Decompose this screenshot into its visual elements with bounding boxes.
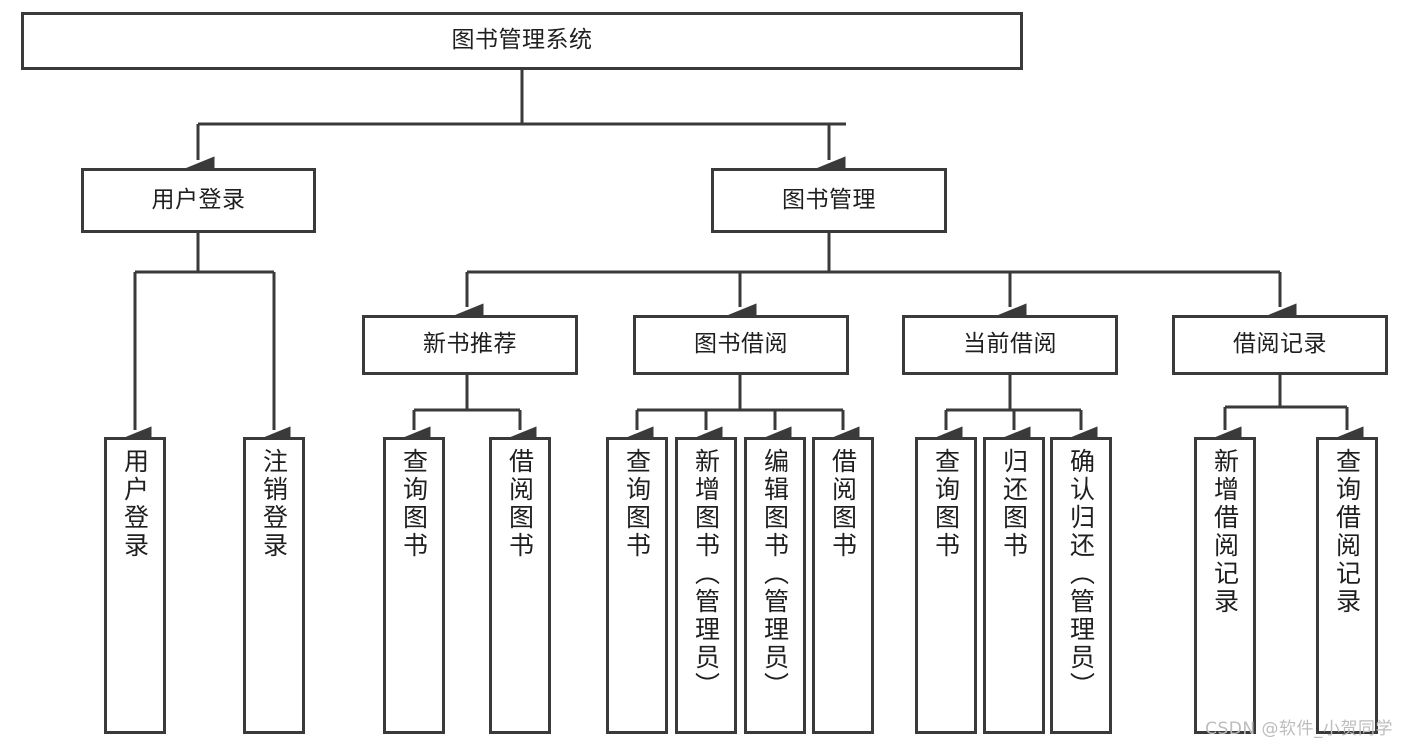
node-book-borrow[interactable]: 图书借阅 [633, 315, 849, 375]
node-root[interactable]: 图书管理系统 [21, 12, 1023, 70]
node-leaf-query-book-a[interactable]: 查询图书 [383, 437, 445, 734]
node-leaf-query-book-a-label: 查询图书 [399, 448, 429, 560]
node-leaf-edit-book[interactable]: 编辑图书（管理员） [744, 437, 806, 734]
node-leaf-query-book-c[interactable]: 查询图书 [915, 437, 977, 734]
node-leaf-logout[interactable]: 注销登录 [243, 437, 305, 734]
node-leaf-return-book-label: 归还图书 [999, 448, 1029, 560]
node-leaf-add-book[interactable]: 新增图书（管理员） [675, 437, 737, 734]
node-new-book-rec-label: 新书推荐 [423, 331, 517, 358]
node-leaf-user-login-label: 用户登录 [120, 448, 150, 560]
node-leaf-query-book-b-label: 查询图书 [622, 448, 652, 560]
node-leaf-borrow-book-b-label: 借阅图书 [828, 448, 858, 560]
node-leaf-query-book-b[interactable]: 查询图书 [606, 437, 668, 734]
node-book-manage-label: 图书管理 [782, 186, 876, 213]
node-leaf-logout-label: 注销登录 [259, 448, 289, 560]
node-book-borrow-label: 图书借阅 [694, 331, 788, 358]
node-leaf-borrow-book-a[interactable]: 借阅图书 [489, 437, 551, 734]
node-book-manage[interactable]: 图书管理 [711, 168, 947, 233]
node-borrow-record-label: 借阅记录 [1233, 331, 1327, 358]
node-new-book-rec[interactable]: 新书推荐 [362, 315, 578, 375]
node-leaf-query-record[interactable]: 查询借阅记录 [1316, 437, 1378, 734]
node-root-label: 图书管理系统 [451, 27, 593, 54]
node-leaf-add-book-label: 新增图书（管理员） [691, 448, 721, 700]
node-borrow-record[interactable]: 借阅记录 [1172, 315, 1388, 375]
node-current-borrow-label: 当前借阅 [963, 331, 1057, 358]
node-leaf-query-book-c-label: 查询图书 [931, 448, 961, 560]
node-leaf-borrow-book-a-label: 借阅图书 [505, 448, 535, 560]
node-user-login[interactable]: 用户登录 [81, 168, 316, 233]
node-leaf-query-record-label: 查询借阅记录 [1332, 448, 1362, 616]
node-leaf-return-book[interactable]: 归还图书 [983, 437, 1045, 734]
node-leaf-add-record-label: 新增借阅记录 [1210, 448, 1240, 616]
node-leaf-edit-book-label: 编辑图书（管理员） [760, 448, 790, 700]
node-leaf-user-login[interactable]: 用户登录 [104, 437, 166, 734]
node-leaf-confirm-return[interactable]: 确认归还（管理员） [1050, 437, 1112, 734]
node-leaf-confirm-return-label: 确认归还（管理员） [1066, 448, 1096, 700]
node-user-login-label: 用户登录 [151, 186, 246, 213]
node-current-borrow[interactable]: 当前借阅 [902, 315, 1118, 375]
node-leaf-borrow-book-b[interactable]: 借阅图书 [812, 437, 874, 734]
node-leaf-add-record[interactable]: 新增借阅记录 [1194, 437, 1256, 734]
